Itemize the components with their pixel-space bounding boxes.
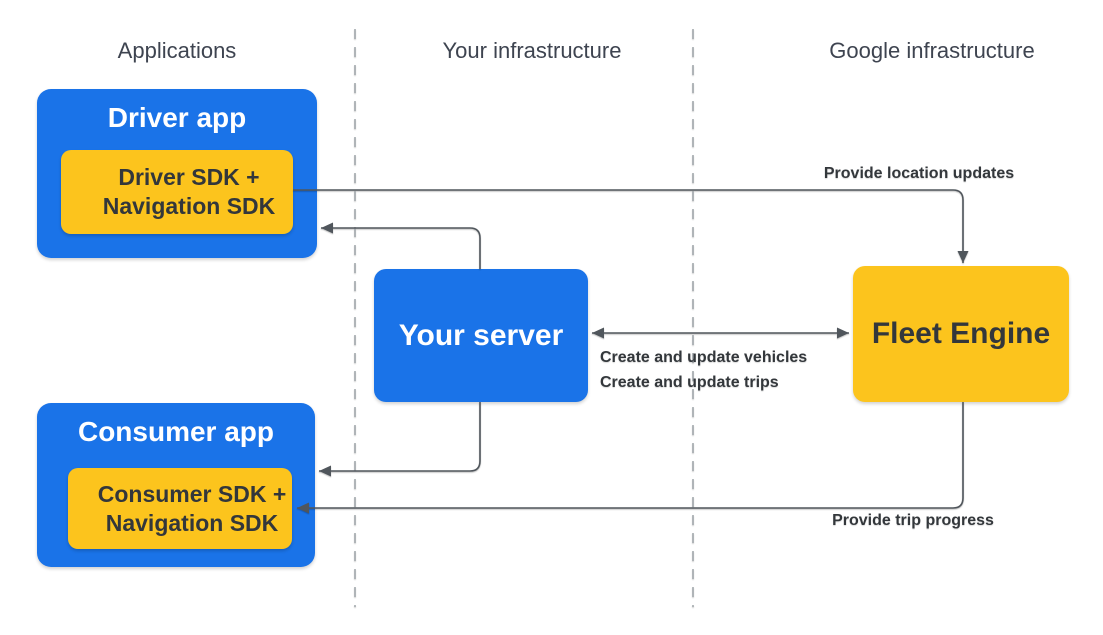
edge-label-create-and-update: Create and update vehicles Create and up… (600, 345, 807, 395)
consumer-sdk-node: Consumer SDK + Navigation SDK (68, 468, 292, 549)
edge-label-provide-location-updates: Provide location updates (823, 165, 1015, 182)
driver-sdk-node: Driver SDK + Navigation SDK (61, 150, 293, 234)
column-heading-google-infrastructure: Google infrastructure (829, 38, 1035, 63)
fleet-engine-label: Fleet Engine (871, 317, 1051, 350)
driver-app-label: Driver app (107, 102, 247, 133)
edge-label-create-update-trips: Create and update trips (600, 374, 779, 391)
connector-driver-sdk-to-fleet-engine (293, 189, 969, 263)
your-server-node: Your server (374, 269, 588, 402)
driver-app-node: Driver app Driver SDK + Navigation SDK (37, 89, 317, 258)
edge-label-provide-trip-progress: Provide trip progress (832, 512, 994, 529)
column-heading-your-infrastructure: Your infrastructure (442, 38, 622, 63)
driver-sdk-label: Driver SDK + Navigation SDK (102, 164, 276, 219)
fleet-engine-node: Fleet Engine (853, 266, 1069, 402)
connector-your-server-to-driver-app (321, 222, 481, 269)
edge-label-create-update-vehicles: Create and update vehicles (600, 349, 808, 366)
consumer-app-node: Consumer app Consumer SDK + Navigation S… (37, 403, 315, 567)
consumer-app-label: Consumer app (77, 416, 275, 447)
column-heading-applications: Applications (117, 38, 237, 63)
connector-your-server-to-consumer-app (319, 402, 481, 477)
connector-fleet-engine-to-consumer-sdk (297, 402, 964, 514)
consumer-sdk-label: Consumer SDK + Navigation SDK (97, 480, 287, 536)
your-server-label: Your server (398, 318, 564, 352)
